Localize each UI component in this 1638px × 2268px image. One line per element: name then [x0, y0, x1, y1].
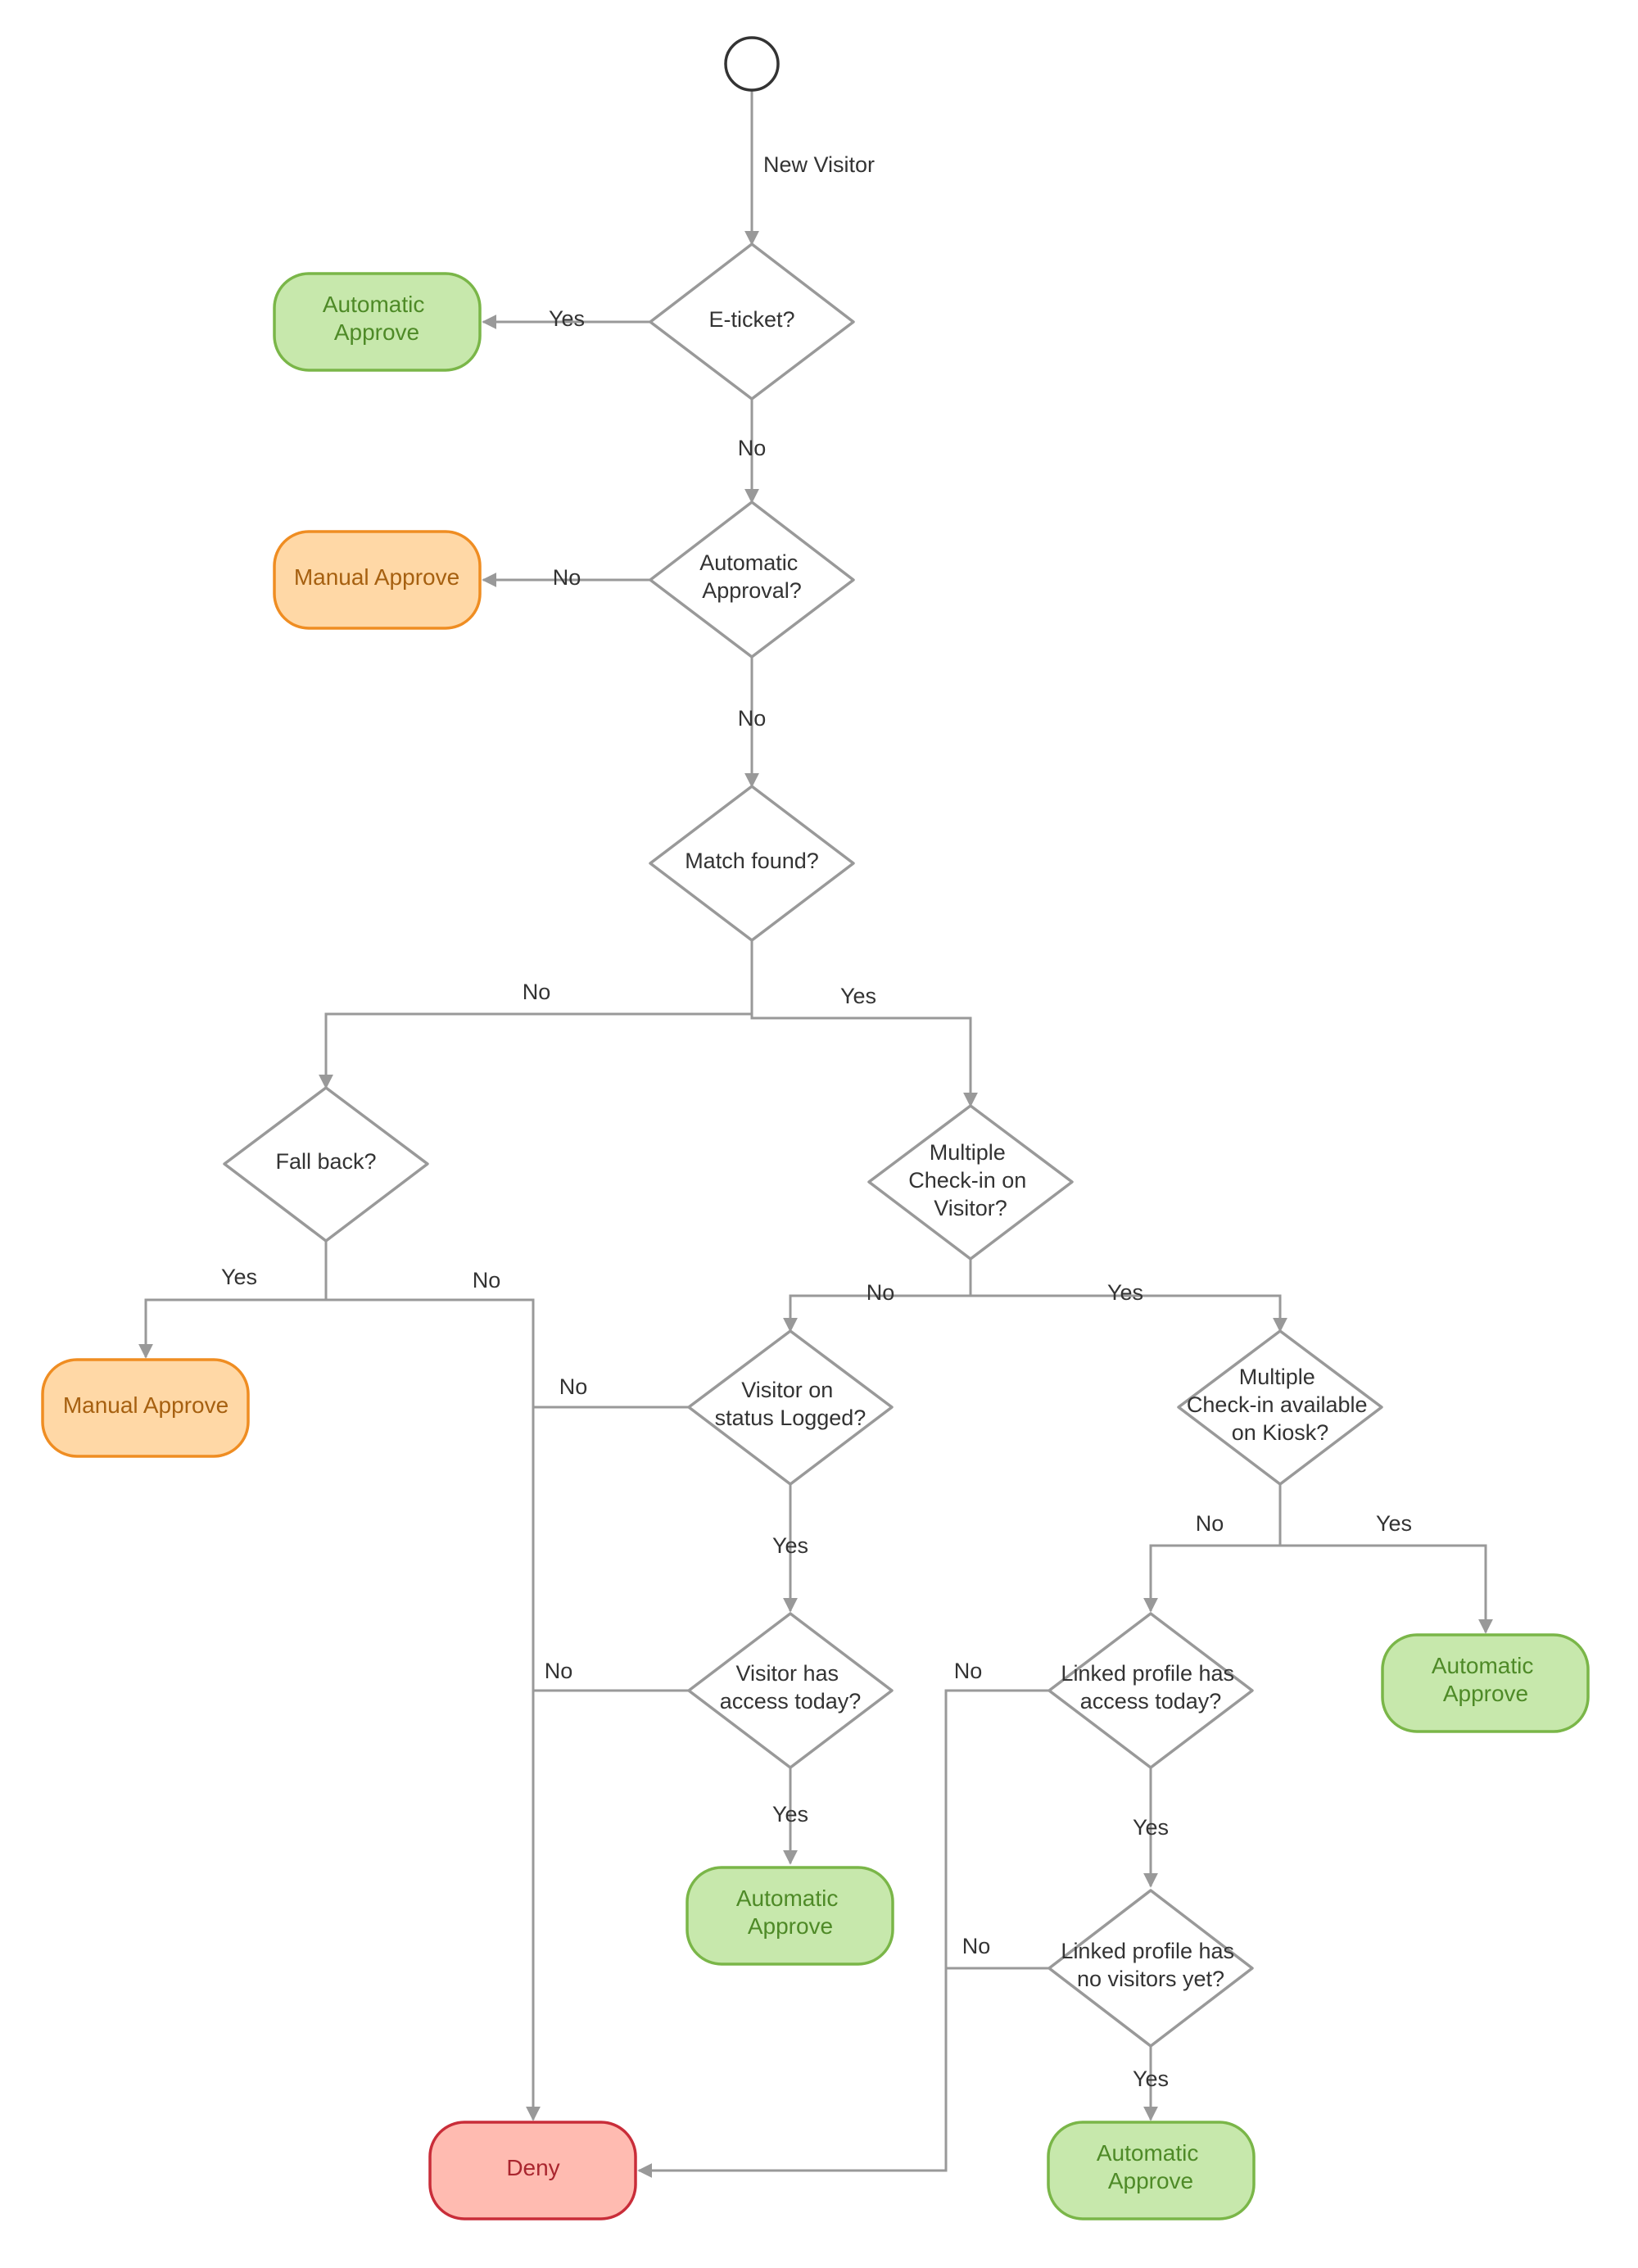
edge-label-multi-yes: Yes	[1107, 1280, 1143, 1305]
edge-label-eticket-no: No	[738, 436, 767, 460]
decision-match-found: Match found?	[649, 785, 855, 942]
edge-label-linked-visitors-yes: Yes	[1133, 2067, 1169, 2091]
decision-linked-profile-access-today-label: Linked profile has access today?	[1061, 1661, 1240, 1713]
decision-match-found-shape	[649, 785, 855, 942]
decision-visitor-access-today: Visitor has access today?	[687, 1612, 894, 1769]
edge-label-eticket-yes: Yes	[549, 306, 585, 331]
edge-label-match-yes: Yes	[840, 984, 876, 1008]
decision-linked-profile-access-today: Linked profile has access today?	[1048, 1612, 1254, 1769]
decision-automatic-approval-shape	[649, 500, 855, 659]
edge-label-kiosk-yes: Yes	[1376, 1511, 1412, 1536]
terminal-automatic-approve-kiosk: Automatic Approve	[1381, 1633, 1590, 1733]
terminal-automatic-approve-eticket-label: Automatic Approve	[323, 292, 431, 345]
decision-multiple-checkin-visitor: Multiple Check-in on Visitor?	[867, 1104, 1074, 1261]
terminal-automatic-approve-kiosk-label: Automatic Approve	[1432, 1653, 1540, 1706]
decision-visitor-status-logged-shape	[687, 1329, 894, 1486]
edge-label-access-yes: Yes	[772, 1802, 808, 1827]
decision-fall-back-shape	[223, 1086, 429, 1243]
edge-fallback-no	[326, 1298, 541, 2121]
terminal-automatic-approve-linked-label: Automatic Approve	[1097, 2140, 1205, 2193]
edges	[138, 90, 1493, 2178]
edge-label-fallback-yes: Yes	[221, 1265, 257, 1289]
edge-match-no	[319, 940, 753, 1089]
terminal-automatic-approve-linked: Automatic Approve	[1047, 2121, 1256, 2220]
terminal-manual-approve-top: Manual Approve	[273, 530, 482, 630]
decision-visitor-access-today-shape	[687, 1612, 894, 1769]
decision-match-found-label: Match found?	[685, 849, 819, 873]
edge-label-approval-no-down: No	[738, 706, 767, 731]
terminal-manual-approve-fallback-shape	[41, 1358, 250, 1458]
terminal-manual-approve-fallback-label: Manual Approve	[63, 1392, 229, 1418]
terminal-deny: Deny	[428, 2121, 637, 2220]
decision-multiple-checkin-kiosk: Multiple Check-in available on Kiosk?	[1177, 1329, 1383, 1486]
edge-kiosk-no	[1143, 1484, 1282, 1613]
edge-labels: New Visitor Yes No No No No Yes Yes No N…	[221, 152, 1412, 2091]
terminal-automatic-approve-eticket-shape	[273, 272, 482, 372]
edge-label-fallback-no: No	[473, 1268, 501, 1292]
decision-eticket: E-ticket?	[649, 242, 855, 401]
decision-multiple-checkin-visitor-shape	[867, 1104, 1074, 1261]
decision-eticket-shape	[649, 242, 855, 401]
decision-eticket-label: E-ticket?	[708, 307, 794, 332]
edge-label-approval-no-left: No	[553, 565, 581, 590]
edge-label-new-visitor: New Visitor	[763, 152, 875, 177]
decision-visitor-status-logged: Visitor on status Logged?	[687, 1329, 894, 1486]
terminal-manual-approve-top-shape	[273, 530, 482, 630]
edge-kiosk-yes	[1280, 1544, 1493, 1634]
edge-label-match-no: No	[523, 980, 551, 1004]
edge-label-multi-no: No	[867, 1280, 895, 1305]
edge-multi-yes	[971, 1294, 1287, 1333]
edge-label-access-no: No	[545, 1659, 573, 1683]
decision-automatic-approval-label: Automatic Approval?	[699, 550, 804, 603]
edge-label-status-yes: Yes	[772, 1533, 808, 1558]
edge-linked-access-no	[637, 1689, 1050, 2178]
decision-multiple-checkin-kiosk-label: Multiple Check-in available on Kiosk?	[1187, 1365, 1373, 1445]
decision-fall-back-label: Fall back?	[275, 1149, 376, 1174]
decision-automatic-approval: Automatic Approval?	[649, 500, 855, 659]
terminal-manual-approve-fallback: Manual Approve	[41, 1358, 250, 1458]
edge-fallback-yes	[138, 1241, 328, 1359]
edge-label-linked-visitors-no: No	[962, 1934, 991, 1958]
decision-visitor-status-logged-label: Visitor on status Logged?	[715, 1378, 867, 1430]
decision-visitor-access-today-label: Visitor has access today?	[720, 1661, 862, 1713]
edge-label-linked-access-yes: Yes	[1133, 1815, 1169, 1840]
edge-multi-no	[783, 1259, 972, 1333]
terminal-automatic-approve-visitor-label: Automatic Approve	[736, 1885, 844, 1939]
terminal-deny-shape	[428, 2121, 637, 2220]
edge-match-yes	[750, 1014, 978, 1107]
decision-multiple-checkin-visitor-label: Multiple Check-in on Visitor?	[908, 1140, 1033, 1220]
decision-linked-profile-no-visitors-shape	[1048, 1889, 1254, 2048]
decision-fall-back: Fall back?	[223, 1086, 429, 1243]
decision-linked-profile-access-today-shape	[1048, 1612, 1254, 1769]
terminal-automatic-approve-linked-shape	[1047, 2121, 1256, 2220]
start-node	[724, 36, 780, 92]
terminal-manual-approve-top-label: Manual Approve	[294, 564, 459, 590]
edge-label-kiosk-no: No	[1196, 1511, 1224, 1536]
terminal-deny-label: Deny	[506, 2155, 559, 2180]
decision-multiple-checkin-kiosk-shape	[1177, 1329, 1383, 1486]
terminal-automatic-approve-eticket: Automatic Approve	[273, 272, 482, 372]
terminal-automatic-approve-visitor-shape	[686, 1866, 894, 1966]
terminal-automatic-approve-kiosk-shape	[1381, 1633, 1590, 1733]
decision-linked-profile-no-visitors-label: Linked profile has no visitors yet?	[1061, 1939, 1240, 1991]
edge-label-linked-access-no: No	[954, 1659, 983, 1683]
decision-linked-profile-no-visitors: Linked profile has no visitors yet?	[1048, 1889, 1254, 2048]
terminal-automatic-approve-visitor: Automatic Approve	[686, 1866, 894, 1966]
edge-label-status-no: No	[559, 1374, 588, 1399]
